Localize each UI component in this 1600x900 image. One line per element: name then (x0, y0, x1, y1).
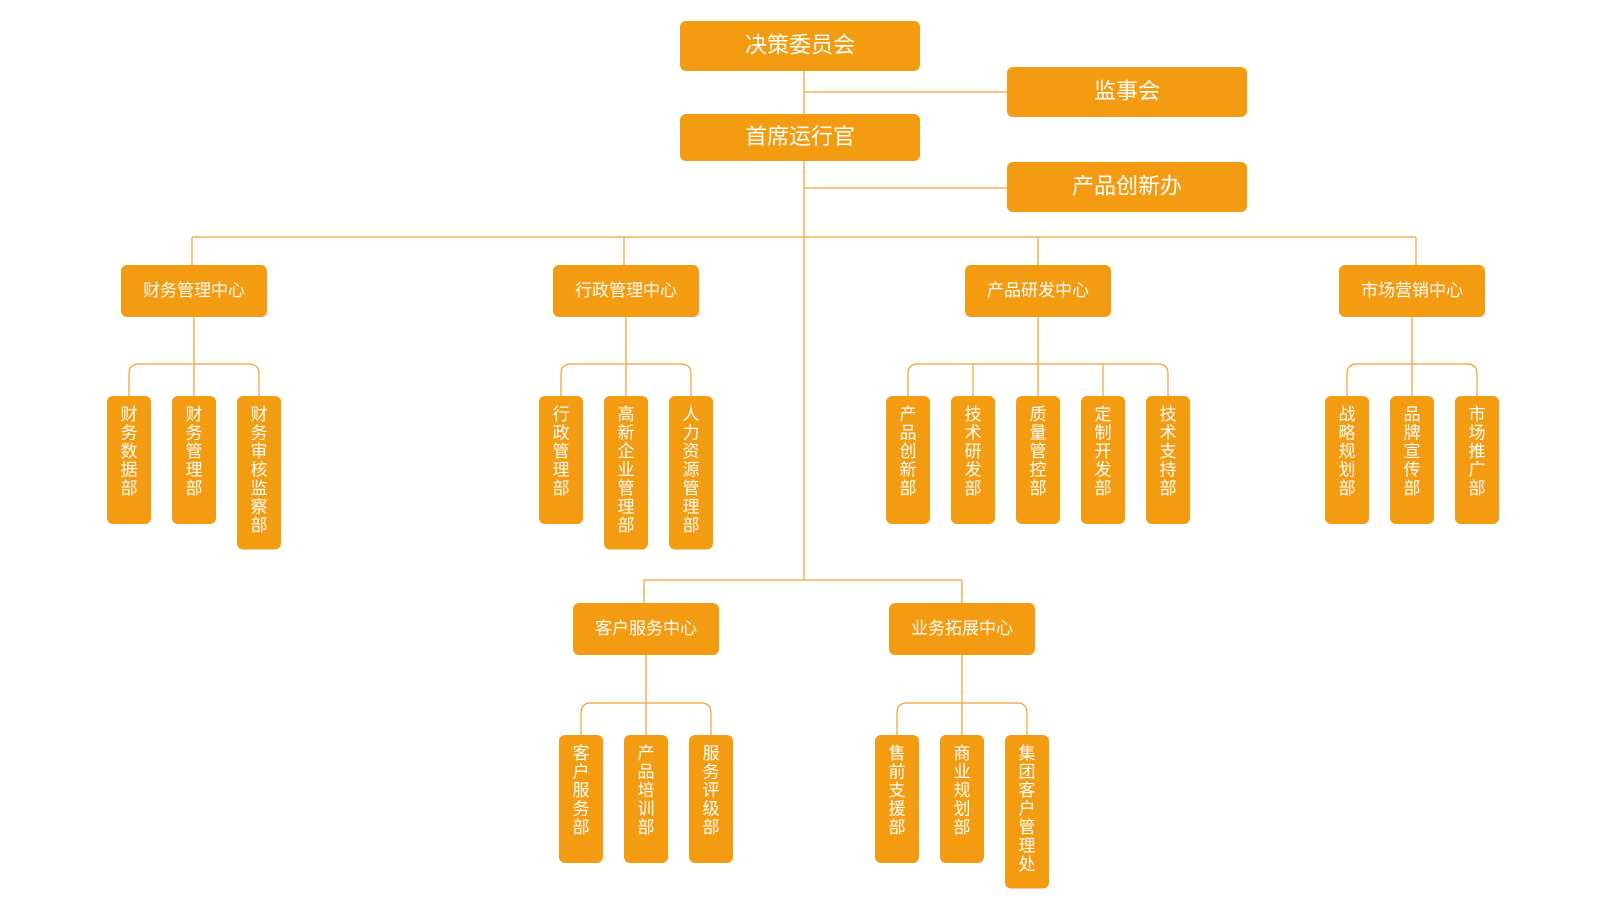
innovation-office-box-label: 产品创新办 (1072, 175, 1182, 200)
dept-5-3-box (689, 735, 733, 863)
center-4: 市场营销中心 (1339, 265, 1485, 317)
dept-4-3-box (1455, 396, 1499, 524)
dept-5-1-box (559, 735, 603, 863)
center-5-label: 客户服务中心 (595, 619, 697, 639)
dept-5-1: 客户服务部 (559, 735, 603, 863)
dept-3-2-box (951, 396, 995, 524)
dept-3-4: 定制开发部 (1081, 396, 1125, 524)
supervisory-box-label: 监事会 (1094, 80, 1160, 105)
center-1-box (121, 265, 267, 317)
dept-3-1: 产品创新部 (886, 396, 930, 524)
dept-1-3-box (237, 396, 281, 550)
dept-5-2: 产品培训部 (624, 735, 668, 863)
dept-3-3-label: 质量管控部 (1030, 405, 1047, 499)
center-2: 行政管理中心 (553, 265, 699, 317)
dept-3-2-label: 技术研发部 (965, 405, 982, 499)
dept-1-3: 财务审核监察部 (237, 396, 281, 550)
dept-2-3: 人力资源管理部 (669, 396, 713, 550)
dept-5-2-box (624, 735, 668, 863)
dept-6-2-box (940, 735, 984, 863)
center-5: 客户服务中心 (573, 603, 719, 655)
dept-5-1-label: 客户服务部 (573, 744, 590, 838)
center-5-box (573, 603, 719, 655)
dept-4-2-label: 品牌宣传部 (1404, 405, 1421, 499)
dept-3-3-box (1016, 396, 1060, 524)
dept-1-2-label: 财务管理部 (186, 405, 203, 499)
innovation-office-box-box (1007, 162, 1247, 212)
dept-4-3: 市场推广部 (1455, 396, 1499, 524)
center-3-box (965, 265, 1111, 317)
center-2-label: 行政管理中心 (575, 281, 677, 301)
dept-6-3: 集团客户管理处 (1005, 735, 1049, 889)
coo-box: 首席运行官 (680, 114, 920, 161)
innovation-office-box: 产品创新办 (1007, 162, 1247, 212)
dept-2-1-box (539, 396, 583, 524)
center-1: 财务管理中心 (121, 265, 267, 317)
dept-1-1-box (107, 396, 151, 524)
dept-1-2-box (172, 396, 216, 524)
dept-3-3: 质量管控部 (1016, 396, 1060, 524)
center-6: 业务拓展中心 (889, 603, 1035, 655)
dept-2-2-label: 高新企业管理部 (618, 405, 635, 536)
dept-2-3-box (669, 396, 713, 550)
dept-1-3-label: 财务审核监察部 (251, 405, 268, 536)
dept-3-5-box (1146, 396, 1190, 524)
dept-4-1-box (1325, 396, 1369, 524)
dept-4-1-label: 战略规划部 (1339, 405, 1356, 499)
dept-4-1: 战略规划部 (1325, 396, 1369, 524)
dept-3-4-label: 定制开发部 (1095, 405, 1112, 499)
board-box-box (680, 21, 920, 71)
center-2-box (553, 265, 699, 317)
center-6-box (889, 603, 1035, 655)
dept-3-4-box (1081, 396, 1125, 524)
dept-6-2: 商业规划部 (940, 735, 984, 863)
connector-lines (128, 71, 1478, 735)
dept-2-1-label: 行政管理部 (553, 405, 570, 499)
board-box-label: 决策委员会 (745, 34, 855, 59)
center-4-box (1339, 265, 1485, 317)
dept-4-2: 品牌宣传部 (1390, 396, 1434, 524)
supervisory-box: 监事会 (1007, 67, 1247, 117)
dept-3-5: 技术支持部 (1146, 396, 1190, 524)
dept-4-3-label: 市场推广部 (1469, 405, 1486, 499)
dept-5-2-label: 产品培训部 (638, 744, 655, 838)
dept-1-2: 财务管理部 (172, 396, 216, 524)
center-4-label: 市场营销中心 (1361, 281, 1463, 301)
center-3: 产品研发中心 (965, 265, 1111, 317)
dept-2-3-label: 人力资源管理部 (683, 405, 700, 536)
dept-6-1-label: 售前支援部 (889, 744, 906, 838)
dept-1-1: 财务数据部 (107, 396, 151, 524)
supervisory-box-box (1007, 67, 1247, 117)
dept-6-1-box (875, 735, 919, 863)
dept-2-2: 高新企业管理部 (604, 396, 648, 550)
center-6-label: 业务拓展中心 (911, 619, 1013, 639)
dept-6-3-box (1005, 735, 1049, 889)
dept-6-1: 售前支援部 (875, 735, 919, 863)
dept-2-2-box (604, 396, 648, 550)
center-3-label: 产品研发中心 (987, 281, 1089, 301)
dept-3-1-box (886, 396, 930, 524)
dept-3-5-label: 技术支持部 (1160, 405, 1177, 499)
dept-1-1-label: 财务数据部 (121, 405, 138, 499)
coo-box-box (680, 114, 920, 161)
dept-4-2-box (1390, 396, 1434, 524)
dept-5-3-label: 服务评级部 (703, 744, 720, 838)
center-1-label: 财务管理中心 (143, 281, 245, 301)
dept-2-1: 行政管理部 (539, 396, 583, 524)
dept-3-1-label: 产品创新部 (900, 405, 917, 499)
dept-3-2: 技术研发部 (951, 396, 995, 524)
board-box: 决策委员会 (680, 21, 920, 71)
dept-6-3-label: 集团客户管理处 (1019, 744, 1036, 875)
dept-6-2-label: 商业规划部 (954, 744, 971, 838)
coo-box-label: 首席运行官 (745, 125, 855, 150)
dept-5-3: 服务评级部 (689, 735, 733, 863)
